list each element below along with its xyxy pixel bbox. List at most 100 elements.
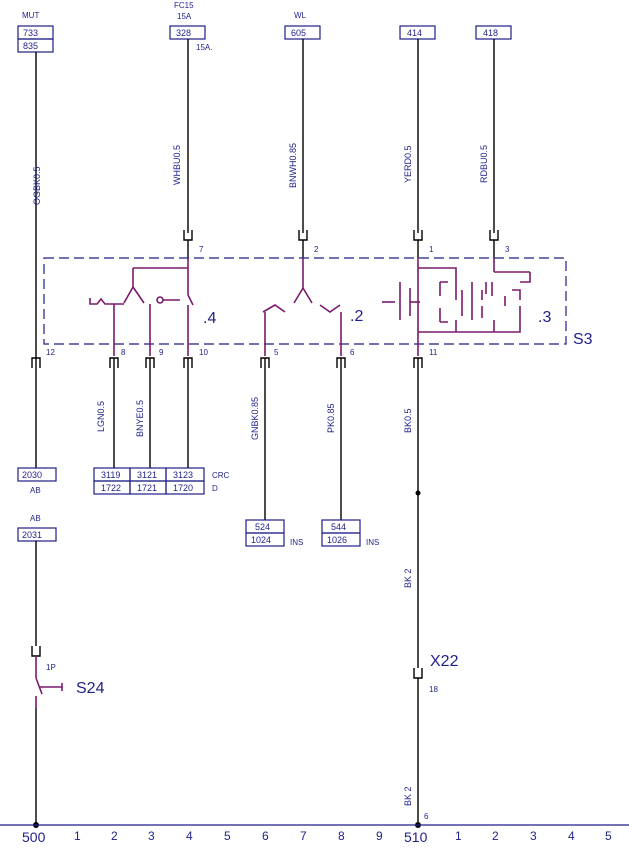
box-2031-value: 2031 — [22, 530, 42, 540]
crc-table: 3119 3121 3123 1722 1721 1720 — [93, 467, 205, 495]
box-ab-2030: 2030 — [17, 467, 57, 482]
connectors-bottom — [31, 357, 423, 368]
junction-dot — [415, 490, 421, 496]
ruler-tick-6: 6 — [262, 829, 269, 843]
box-mut-bottom-value: 835 — [23, 41, 38, 51]
ruler-tick-7: 7 — [300, 829, 307, 843]
s3-enclosure — [43, 257, 567, 345]
box-ins-2: 544 1026 — [321, 519, 361, 547]
box-414: 414 — [399, 25, 436, 40]
box-wl-value: 605 — [291, 28, 306, 38]
wire-label-yerd: YERD0.5 — [403, 145, 413, 183]
ab-label-top: AB — [30, 514, 41, 523]
fuse-name-label: FC15 — [174, 1, 194, 10]
ruler-500: 500 — [22, 829, 46, 845]
wl-label: WL — [294, 11, 307, 20]
box-ab-2031: 2031 — [17, 527, 57, 542]
switch-4-label: .4 — [203, 310, 216, 327]
switch-2 — [262, 258, 342, 356]
mut-label: MUT — [22, 11, 39, 20]
wire-label-bnwh: BNWH0.85 — [288, 143, 298, 188]
ruler-510: 510 — [404, 829, 428, 845]
ins-label-1: INS — [290, 538, 303, 547]
fuse-rating-label: 15A — [177, 12, 192, 21]
pin-5: 5 — [274, 348, 279, 357]
wire-label-ogbk: OGBK0.5 — [32, 166, 42, 205]
wires-top — [35, 39, 495, 358]
box-414-value: 414 — [407, 28, 422, 38]
crc-cell-r1c2: 3121 — [137, 470, 157, 480]
connector-x22 — [413, 668, 423, 679]
ruler-tick-4: 4 — [186, 829, 193, 843]
pin-6: 6 — [350, 348, 355, 357]
wire-label-lgn: LGN0.5 — [96, 401, 106, 432]
pin-1p: 1P — [46, 663, 56, 672]
ab-label-bottom: AB — [30, 486, 41, 495]
switch-2-label: .2 — [350, 308, 363, 325]
wire-label-bk05: BK0.5 — [403, 408, 413, 433]
pin-1: 1 — [429, 245, 434, 254]
box-mut-top-value: 733 — [23, 28, 38, 38]
box-ins1-bottom-value: 1024 — [251, 535, 271, 545]
crc-cell-r1c1: 3119 — [101, 470, 120, 480]
crc-cell-r1c3: 3123 — [173, 470, 193, 480]
ruler-right-tick-4: 4 — [568, 829, 575, 843]
box-mut: 733 835 — [17, 25, 54, 53]
ruler-tick-5: 5 — [224, 829, 231, 843]
crc-cell-r2c2: 1721 — [137, 483, 157, 493]
ruler-right-tick-1: 1 — [455, 829, 462, 843]
box-2030-value: 2030 — [22, 470, 42, 480]
switch-s24 — [35, 656, 63, 708]
d-label: D — [212, 484, 218, 493]
wires-middle — [35, 358, 419, 668]
pin-6-ground: 6 — [424, 812, 429, 821]
pin-7: 7 — [199, 245, 204, 254]
ruler-right-tick-5: 5 — [605, 829, 612, 843]
pin-8: 8 — [121, 348, 126, 357]
box-418-value: 418 — [483, 28, 498, 38]
box-ins1-top-value: 524 — [255, 522, 270, 532]
ruler-tick-8: 8 — [338, 829, 345, 843]
crc-cell-r2c3: 1720 — [173, 483, 193, 493]
switch-3 — [382, 258, 531, 356]
switch-3-label: .3 — [538, 309, 551, 326]
box-wl: 605 — [284, 25, 321, 40]
wire-label-pk: PK0.85 — [326, 403, 336, 433]
crc-label: CRC — [212, 471, 230, 480]
wire-label-gnbk: GNBK0.85 — [250, 397, 260, 440]
pin-11: 11 — [429, 348, 438, 357]
box-ins-1: 524 1024 — [245, 519, 285, 547]
pin-18: 18 — [429, 685, 438, 694]
ruler-tick-3: 3 — [148, 829, 155, 843]
box-418: 418 — [475, 25, 512, 40]
box-fuse-value: 328 — [176, 28, 191, 38]
connectors-top — [183, 230, 499, 258]
wire-label-whbu: WHBU0.5 — [172, 145, 182, 185]
wire-label-rdbu: RDBU0.5 — [479, 145, 489, 183]
switch-4 — [89, 258, 194, 356]
s24-label: S24 — [76, 680, 105, 697]
pin-3: 3 — [505, 245, 510, 254]
ruler-tick-2: 2 — [111, 829, 118, 843]
ruler-right-tick-2: 2 — [492, 829, 499, 843]
x22-label: X22 — [430, 653, 459, 670]
pin-2: 2 — [314, 245, 319, 254]
connector-s24 — [31, 646, 41, 657]
ruler-tick-1: 1 — [74, 829, 81, 843]
s3-label: S3 — [573, 331, 593, 348]
box-ins2-top-value: 544 — [331, 522, 346, 532]
ruler-tick-9: 9 — [376, 829, 383, 843]
ins-label-2: INS — [366, 538, 379, 547]
pin-10: 10 — [199, 348, 208, 357]
crc-cell-r2c1: 1722 — [101, 483, 121, 493]
wire-label-bk2-lower: BK 2 — [403, 786, 413, 806]
box-fuse: 328 — [169, 25, 206, 40]
box-ins2-bottom-value: 1026 — [327, 535, 347, 545]
wire-label-bk2-upper: BK 2 — [403, 568, 413, 588]
fuse-rating-side-label: 15A. — [196, 43, 212, 52]
wire-label-bnye: BNYE0.5 — [135, 400, 145, 437]
pin-9: 9 — [159, 348, 164, 357]
ruler-right-tick-3: 3 — [530, 829, 537, 843]
pin-12: 12 — [46, 348, 55, 357]
